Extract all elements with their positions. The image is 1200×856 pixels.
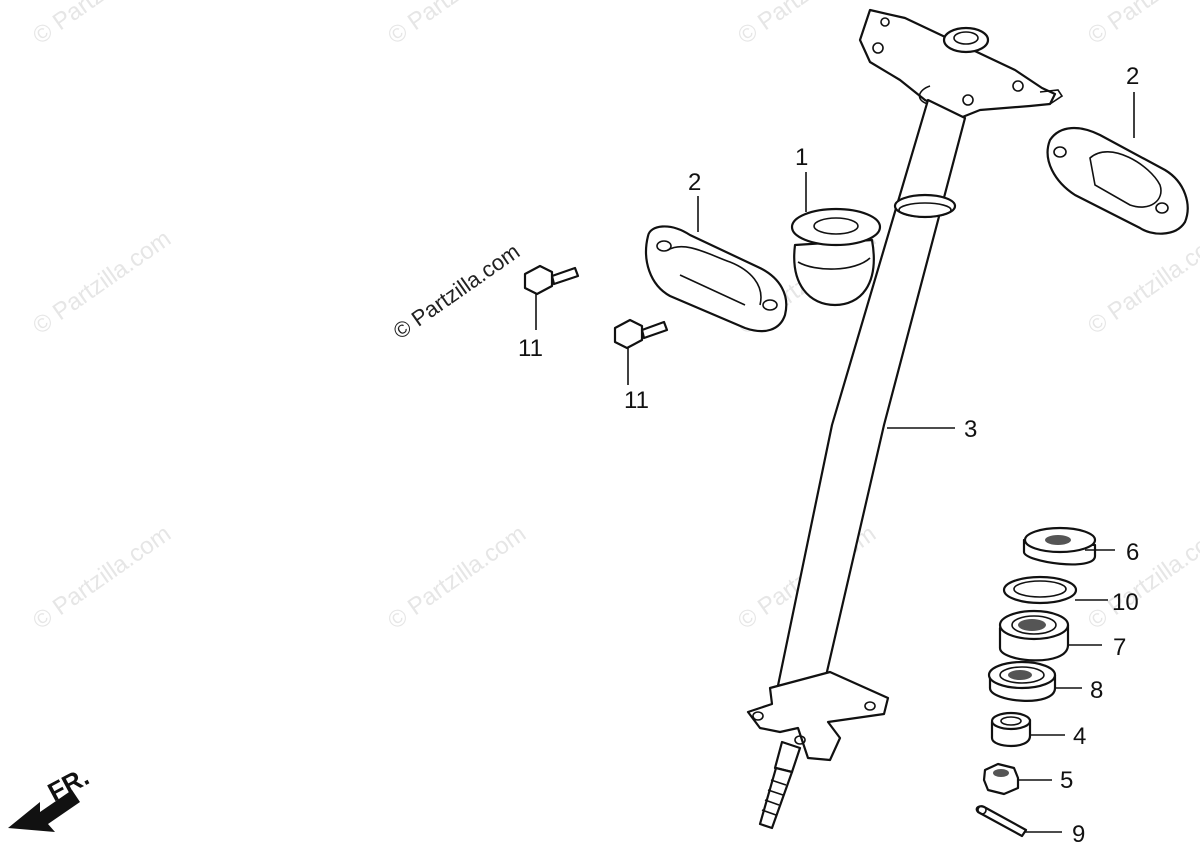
watermark: © Partzilla.com (1083, 225, 1200, 340)
clamp-part-2-left (644, 225, 788, 333)
callout-2-right: 2 (1126, 63, 1139, 90)
spacer-part-4 (990, 711, 1032, 748)
cotter-pin-part-9 (975, 805, 1028, 838)
watermark: © Partzilla.com (1083, 0, 1200, 50)
callout-9: 9 (1072, 821, 1085, 848)
washer-part-10 (1002, 575, 1078, 605)
callout-7: 7 (1113, 634, 1126, 661)
watermark: © Partzilla.com (383, 0, 531, 50)
leader-lines (697, 92, 1135, 833)
clamp-part-2-right (1046, 127, 1189, 235)
callout-11-a: 11 (518, 335, 543, 362)
bearing-part-8 (987, 660, 1057, 702)
callout-4: 4 (1073, 723, 1086, 750)
callout-3: 3 (964, 416, 977, 443)
callout-2-left: 2 (688, 169, 701, 196)
callout-labels: 1 2 2 3 4 5 6 7 8 9 10 11 11 (518, 63, 1139, 848)
steering-shaft (746, 8, 1064, 830)
callout-6: 6 (1126, 539, 1139, 566)
bolt-part-11-b (613, 318, 669, 385)
callout-5: 5 (1060, 767, 1073, 794)
callout-8: 8 (1090, 677, 1103, 704)
front-direction-indicator: FR. (8, 761, 94, 832)
watermark: © Partzilla.com (383, 520, 531, 635)
watermark: © Partzilla.com (733, 0, 881, 50)
watermark: © Partzilla.com (28, 520, 176, 635)
watermark: © Partzilla.com (1083, 520, 1200, 635)
watermark: © Partzilla.com (28, 225, 176, 340)
bearing-part-7 (998, 609, 1070, 662)
bushing-part-1 (790, 207, 882, 307)
watermark-dark: © Partzilla.com (389, 239, 525, 345)
callout-11-b: 11 (624, 387, 649, 414)
nut-part-5 (982, 762, 1020, 796)
seal-part-6 (1022, 526, 1097, 566)
arrow-left-down-icon (8, 790, 80, 832)
bolt-part-11-a (523, 264, 580, 330)
front-label: FR. (43, 761, 94, 807)
callout-1: 1 (795, 144, 808, 171)
callout-10: 10 (1112, 589, 1139, 616)
watermark: © Partzilla.com (28, 0, 176, 50)
